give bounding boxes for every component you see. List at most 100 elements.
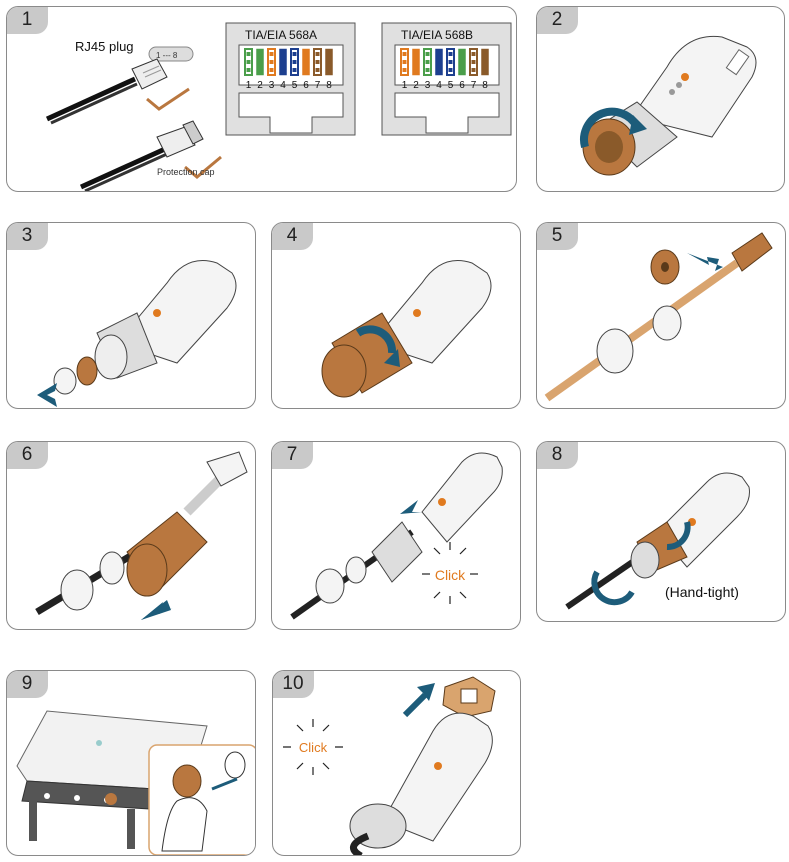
step-3-illustration bbox=[37, 260, 237, 407]
click-burst-icon bbox=[283, 719, 343, 775]
connector-cap-icon bbox=[172, 764, 202, 798]
standard-b-title: TIA/EIA 568B bbox=[401, 28, 473, 42]
step-number-badge: 6 bbox=[7, 442, 48, 469]
pin-label: 6 bbox=[459, 80, 465, 91]
step-5-illustration bbox=[544, 232, 773, 402]
step-number-badge: 3 bbox=[7, 223, 48, 250]
step-number-badge: 10 bbox=[273, 671, 314, 698]
rj45-plug-icon bbox=[45, 58, 168, 125]
pin-label: 4 bbox=[280, 80, 286, 91]
rotate-arrow-icon bbox=[580, 107, 641, 149]
step-1-illustration: RJ45 plug 1 --- 8 Protection cap TIA/EIA… bbox=[45, 22, 512, 191]
step-number-badge: 9 bbox=[7, 671, 48, 698]
pin-label: 5 bbox=[448, 80, 454, 91]
step-10-illustration: Click bbox=[283, 676, 496, 855]
nut-icon bbox=[315, 568, 345, 604]
step-number-badge: 5 bbox=[537, 223, 578, 250]
cable-icon bbox=[544, 259, 740, 402]
rotate-arrow-icon bbox=[591, 570, 635, 606]
rotate-arrow-icon bbox=[355, 325, 397, 354]
step-number-badge: 1 bbox=[7, 7, 48, 34]
connector-icon bbox=[382, 712, 493, 842]
wire-4 bbox=[435, 48, 443, 76]
step-number-badge: 4 bbox=[272, 223, 313, 250]
port-icon bbox=[224, 751, 246, 779]
pin-label: 3 bbox=[425, 80, 431, 91]
pin-label: 4 bbox=[436, 80, 442, 91]
pin-label: 3 bbox=[269, 80, 275, 91]
hand-icon bbox=[161, 797, 208, 852]
clamp-icon bbox=[99, 551, 125, 585]
step-6-illustration bbox=[35, 451, 248, 620]
pin-label: 6 bbox=[303, 80, 309, 91]
pin-label: 8 bbox=[326, 80, 332, 91]
step-number-badge: 2 bbox=[537, 7, 578, 34]
standard-a-title: TIA/EIA 568A bbox=[245, 28, 317, 42]
wire-4 bbox=[279, 48, 287, 76]
wire-2 bbox=[256, 48, 264, 76]
click-burst-icon bbox=[422, 542, 478, 604]
rotate-arrow-icon bbox=[666, 521, 691, 550]
checkmark-icon bbox=[146, 87, 190, 111]
step-7-panel: 7 Click bbox=[271, 441, 521, 630]
step-3-panel: 3 bbox=[6, 222, 256, 409]
nut-icon bbox=[630, 541, 660, 579]
pin-label: 8 bbox=[482, 80, 488, 91]
wire-2 bbox=[412, 48, 420, 76]
arrow-icon bbox=[211, 777, 238, 791]
cable-icon bbox=[350, 832, 370, 855]
insert-arrow-icon bbox=[400, 500, 422, 514]
pull-arrow-icon bbox=[37, 383, 57, 407]
wire-6 bbox=[302, 48, 310, 76]
nut-icon bbox=[596, 328, 634, 374]
step-8-panel: 8 (Hand-tight) bbox=[536, 441, 786, 622]
clamp-icon bbox=[53, 367, 77, 395]
step-4-illustration bbox=[321, 260, 492, 398]
step-9-panel: 9 bbox=[6, 670, 256, 856]
click-label: Click bbox=[299, 740, 328, 755]
pin-label: 1 bbox=[402, 80, 408, 91]
pin-label: 2 bbox=[257, 80, 263, 91]
connector-icon bbox=[421, 452, 503, 543]
pin-label: 5 bbox=[292, 80, 298, 91]
protection-cap-label: Protection cap bbox=[157, 167, 215, 177]
click-label: Click bbox=[435, 567, 466, 583]
step-1-panel: 1 RJ45 plug 1 --- 8 Protection cap TIA/E… bbox=[6, 6, 517, 192]
step-number-badge: 7 bbox=[272, 442, 313, 469]
clamp-icon bbox=[345, 556, 367, 584]
step-2-illustration bbox=[580, 35, 757, 176]
checkmark-icon bbox=[184, 155, 222, 179]
clamp-icon bbox=[652, 305, 682, 341]
pin-label: 7 bbox=[471, 80, 477, 91]
step-7-illustration: Click bbox=[290, 452, 503, 620]
wire-8 bbox=[481, 48, 489, 76]
step-5-panel: 5 bbox=[536, 222, 786, 409]
pin-range-tag bbox=[148, 46, 194, 62]
step-number-badge: 8 bbox=[537, 442, 578, 469]
connector-icon bbox=[321, 260, 492, 398]
pin-label: 2 bbox=[413, 80, 419, 91]
nut-icon bbox=[60, 569, 94, 611]
connector-icon bbox=[94, 260, 237, 380]
seal-icon bbox=[76, 356, 98, 386]
rotate-arrow-head-icon bbox=[384, 349, 400, 367]
rj45-plug-label: RJ45 plug bbox=[75, 39, 134, 54]
wire-8 bbox=[325, 48, 333, 76]
rotate-arrow-head-icon bbox=[629, 115, 647, 135]
connector-icon bbox=[582, 35, 757, 176]
rj45-plug-icon bbox=[731, 232, 773, 272]
pin-range-label: 1 --- 8 bbox=[156, 51, 178, 60]
step-8-illustration: (Hand-tight) bbox=[565, 472, 750, 610]
step-10-panel: 10 Click bbox=[272, 670, 521, 856]
push-arrow-icon bbox=[687, 253, 723, 271]
protection-cap-plug-icon bbox=[79, 120, 204, 191]
pin-label: 1 bbox=[246, 80, 252, 91]
step-4-panel: 4 bbox=[271, 222, 521, 409]
step-2-panel: 2 bbox=[536, 6, 785, 192]
step-9-illustration bbox=[16, 710, 255, 855]
pin-label: 7 bbox=[315, 80, 321, 91]
hand-tight-label: (Hand-tight) bbox=[665, 584, 739, 600]
wire-6 bbox=[458, 48, 466, 76]
